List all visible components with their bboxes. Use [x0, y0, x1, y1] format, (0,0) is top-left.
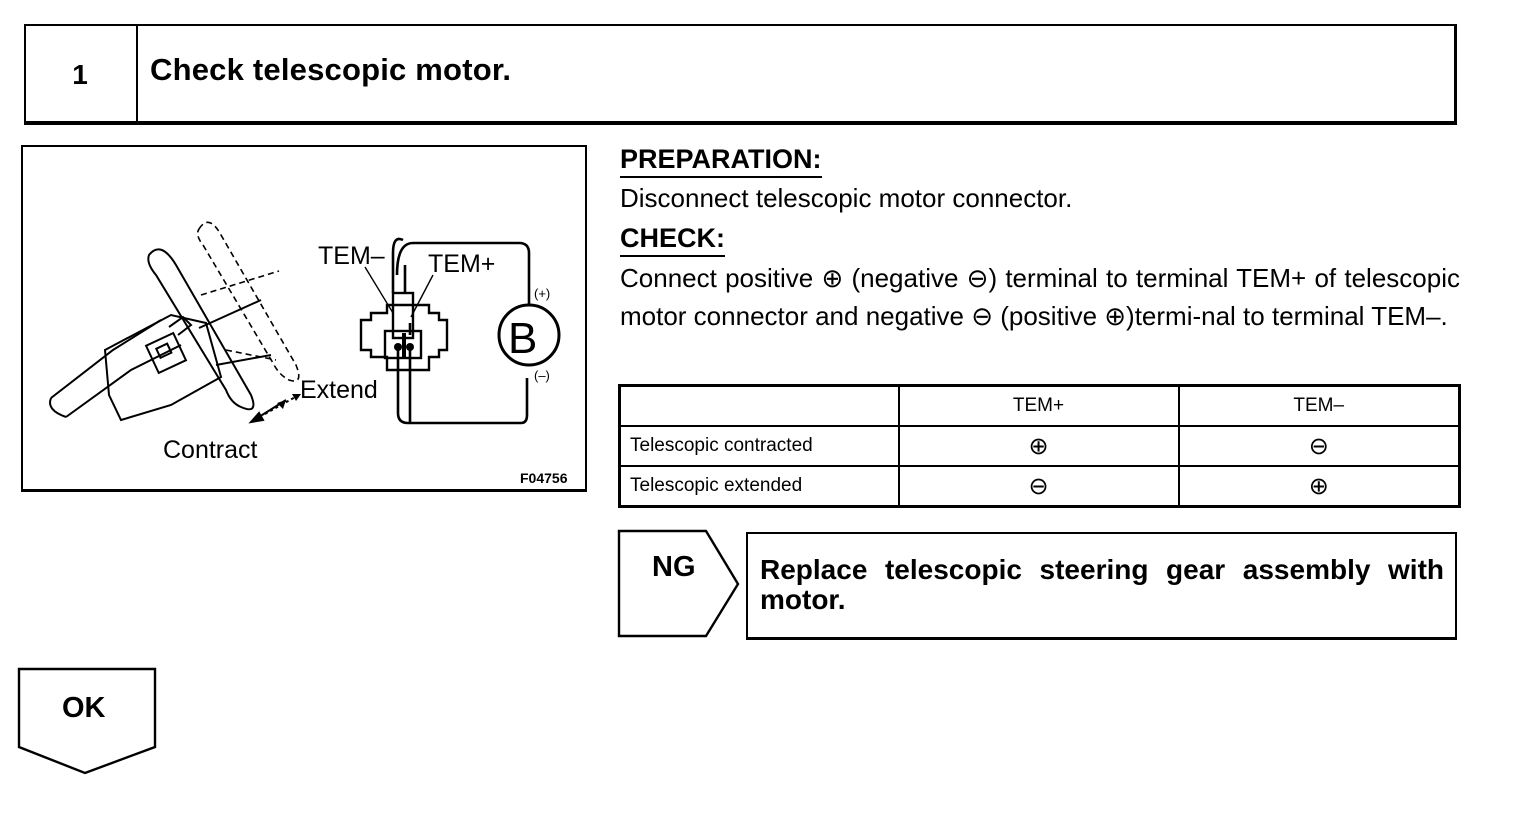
figure-frame [21, 145, 587, 492]
step-header-box [24, 24, 1457, 125]
ng-action-text: Replace telescopic steering gear assembl… [760, 554, 1444, 615]
step-number: 1 [24, 24, 138, 125]
check-heading: CHECK: [620, 223, 725, 257]
terminal-symbol: ⊖ [1177, 425, 1461, 467]
table-header-row: TEM+ TEM– [618, 384, 1461, 427]
row-label: Telescopic contracted [618, 425, 900, 467]
table-header-cell: TEM– [1177, 384, 1461, 427]
row-label: Telescopic extended [618, 465, 900, 508]
label-extend: Extend [300, 376, 378, 404]
check-text: Connect positive ⊕ (negative ⊖) terminal… [620, 263, 1460, 331]
battery-negative-label: (–) [534, 368, 550, 383]
battery-positive-label: (+) [534, 286, 551, 301]
terminal-symbol: ⊕ [897, 425, 1180, 467]
ng-arrow-shape [617, 529, 740, 638]
ng-action-box [746, 532, 1457, 640]
terminal-symbol: ⊖ [897, 465, 1180, 508]
preparation-text: Disconnect telescopic motor connector. [620, 183, 1073, 213]
figure-code: F04756 [520, 470, 568, 486]
step-title: Check telescopic motor. [150, 52, 512, 87]
label-tem-plus: TEM+ [428, 250, 496, 278]
telescopic-motor-diagram [49, 221, 561, 425]
label-tem-minus: TEM– [318, 242, 385, 270]
ok-label: OK [62, 692, 106, 724]
ok-arrow-shape [17, 667, 157, 775]
battery-label: B [508, 314, 538, 363]
table-row: Telescopic extended ⊖ ⊕ [618, 465, 1461, 508]
table-row: Telescopic contracted ⊕ ⊖ [618, 425, 1461, 467]
preparation-heading: PREPARATION: [620, 144, 822, 178]
check-table: TEM+ TEM– Telescopic contracted ⊕ ⊖ Tele… [618, 384, 1461, 508]
ng-label: NG [652, 551, 696, 583]
label-contract: Contract [163, 436, 258, 464]
table-header-cell [618, 384, 900, 427]
terminal-symbol: ⊕ [1177, 465, 1461, 508]
table-header-cell: TEM+ [897, 384, 1180, 427]
